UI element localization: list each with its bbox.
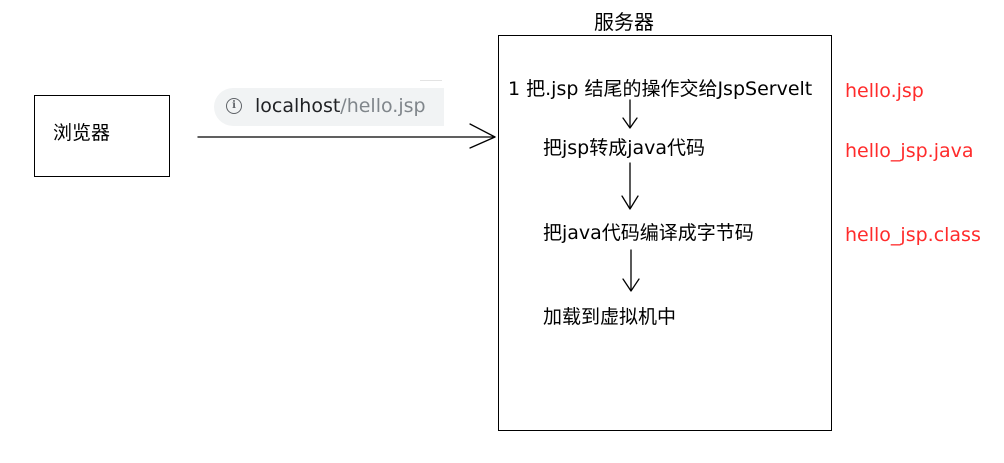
- flow-arrow-3: [622, 249, 640, 292]
- url-text: localhost/hello.jsp: [255, 95, 426, 117]
- server-step-4: 加载到虚拟机中: [543, 306, 677, 328]
- url-bar: [214, 88, 444, 126]
- request-arrow: [197, 123, 496, 149]
- server-step-1: 1 把.jsp 结尾的操作交给JspServelt: [508, 78, 813, 100]
- server-step-2: 把jsp转成java代码: [543, 137, 706, 159]
- file-label-java: hello_jsp.java: [845, 140, 974, 162]
- file-label-jsp: hello.jsp: [845, 80, 924, 102]
- url-host: localhost: [255, 95, 341, 117]
- info-icon: i: [226, 98, 242, 114]
- flow-arrow-2: [621, 162, 639, 210]
- flow-arrow-1: [622, 99, 638, 129]
- browser-label: 浏览器: [53, 122, 111, 144]
- server-step-3: 把java代码编译成字节码: [543, 222, 754, 244]
- server-title: 服务器: [594, 10, 654, 34]
- browser-box: [34, 95, 170, 177]
- url-bar-divider: [420, 80, 442, 81]
- server-box: [498, 35, 832, 431]
- file-label-class: hello_jsp.class: [845, 224, 981, 246]
- url-path: /hello.jsp: [340, 95, 426, 117]
